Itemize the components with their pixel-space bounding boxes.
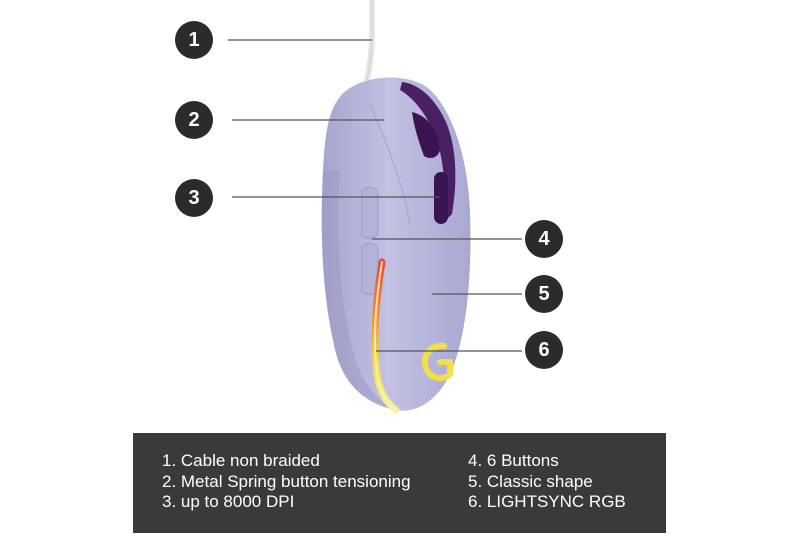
callout-1: 1: [175, 21, 213, 59]
callout-4: 4: [525, 220, 563, 258]
callout-2: 2: [175, 101, 213, 139]
rgb-light-strip: [371, 258, 400, 414]
callout-6: 6: [525, 331, 563, 369]
g-logo-icon: [422, 342, 453, 382]
legend-column-right: 4. 6 Buttons 5. Classic shape 6. LIGHTSY…: [468, 451, 626, 513]
features-legend: 1. Cable non braided 2. Metal Spring but…: [133, 433, 666, 533]
callout-5: 5: [525, 275, 563, 313]
callout-3: 3: [175, 179, 213, 217]
legend-item-buttons-tensioning: 2. Metal Spring button tensioning: [162, 471, 411, 491]
legend-item-lightsync: 6. LIGHTSYNC RGB: [468, 492, 626, 511]
legend-item-dpi: 3. up to 8000 DPI: [162, 492, 295, 511]
legend-item-button-count: 4. 6 Buttons: [468, 451, 559, 470]
legend-column-left: 1. Cable non braided 2. Metal Spring but…: [162, 451, 411, 513]
leader-lines: [228, 39, 522, 352]
legend-item-shape: 5. Classic shape: [468, 471, 593, 491]
legend-item-cable: 1. Cable non braided: [162, 451, 320, 470]
